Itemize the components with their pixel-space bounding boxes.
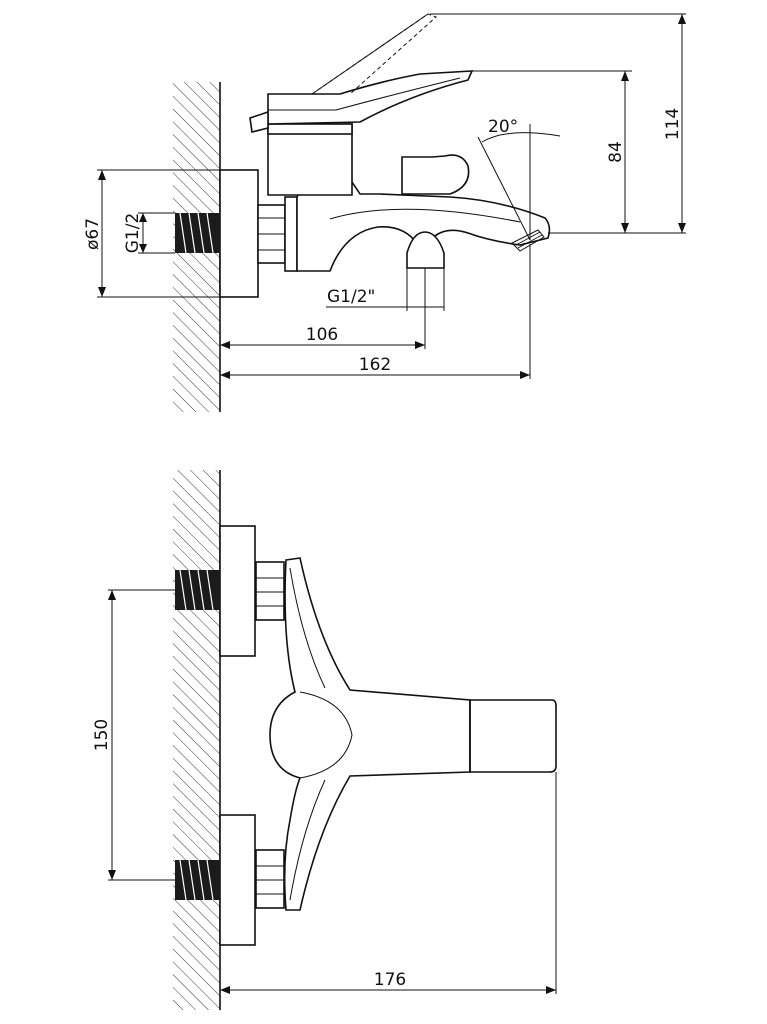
dim-spout-height: 84 (606, 141, 626, 163)
wall-flange-lower (219, 814, 256, 946)
diverter-knob (401, 154, 470, 195)
side-view: 114 84 20° ø67 G1/2 G1/2" 106 162 (83, 13, 686, 412)
hex-nut-lower (255, 849, 285, 909)
mixer-body-plan (269, 557, 471, 911)
wall-flange-top (219, 169, 259, 298)
inlet-thread-upper (175, 569, 220, 611)
dim-inlet-spacing: 150 (92, 719, 112, 751)
outlet-connector (406, 231, 445, 269)
lever-small-tab (249, 110, 269, 133)
inlet-thread-top (175, 213, 220, 253)
dim-spout-reach: 162 (359, 355, 391, 375)
dimension-lines-bottom (108, 589, 557, 994)
wall-flange-upper (219, 525, 256, 657)
dim-outlet-offset: 106 (306, 325, 338, 345)
dim-total-height: 114 (663, 108, 683, 140)
aerator (511, 229, 545, 252)
mixer-body-side (296, 181, 551, 272)
top-view: 150 176 (92, 470, 557, 1010)
dim-angle: 20° (488, 117, 518, 137)
dimension-lines-top (97, 13, 686, 379)
hex-nut-top (257, 196, 298, 272)
lever-handle-side (267, 70, 474, 125)
dim-outlet-thread: G1/2" (327, 287, 375, 307)
hex-nut-upper (255, 561, 285, 621)
dim-inlet-thread: G1/2 (123, 213, 143, 254)
dim-overall-length: 176 (374, 970, 406, 990)
wall-section-bottom (173, 470, 221, 1010)
lever-handle-plan (469, 699, 557, 773)
dim-diameter: ø67 (83, 218, 103, 250)
inlet-thread-lower (175, 859, 220, 901)
